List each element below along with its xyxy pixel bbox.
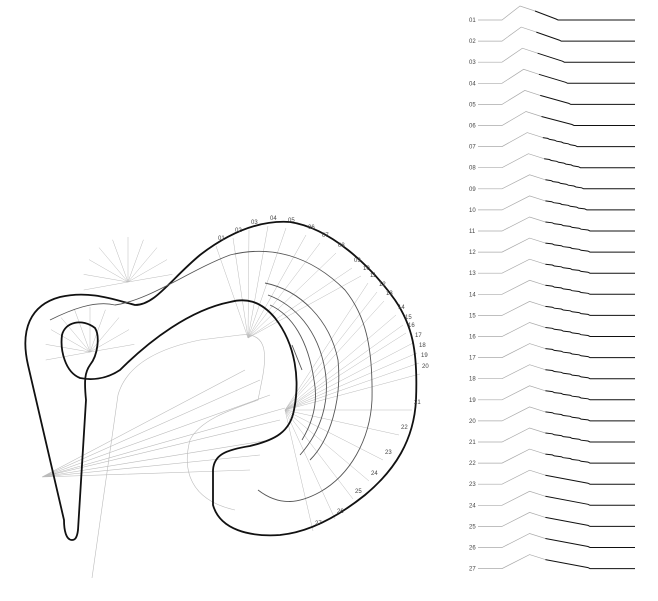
plan-label: 07 [322, 233, 329, 239]
radial-line [74, 309, 91, 353]
radial-line [127, 274, 173, 283]
radial-line [247, 229, 250, 339]
thin-guides [41, 334, 286, 579]
plan-label: 08 [338, 243, 345, 249]
plan-label: 04 [270, 216, 277, 222]
plan-label: 23 [385, 450, 392, 456]
plan-label: 14 [398, 305, 405, 311]
radial-line [284, 300, 385, 411]
radial-line [284, 373, 421, 411]
radial-line [89, 317, 120, 353]
radial-line [284, 409, 336, 520]
radial-line [83, 274, 129, 283]
plan-label: 16 [408, 323, 415, 329]
plan-label: 22 [401, 425, 408, 431]
radial-line [45, 351, 91, 361]
plan-label: 06 [308, 225, 315, 231]
plan-label: 03 [251, 220, 258, 226]
radial-line [247, 242, 321, 339]
radial-line [284, 409, 384, 461]
plan-label: 27 [315, 521, 322, 527]
plan-label: 25 [355, 489, 362, 495]
plan-label: 24 [371, 471, 378, 477]
radial-line [83, 281, 129, 291]
plan-label: 18 [419, 343, 426, 349]
radial-line [89, 309, 106, 353]
radial-line [284, 362, 420, 411]
plan-label: 13 [386, 291, 393, 297]
radial-line [247, 252, 337, 339]
intermediate-contours [49, 250, 373, 502]
plan-label: 01 [218, 236, 225, 242]
plan-label: 19 [421, 353, 428, 359]
radial-line [60, 317, 91, 353]
plan-label: 11 [370, 273, 377, 279]
radial-line [112, 239, 129, 283]
plan-label: 26 [337, 509, 344, 515]
radial-line [247, 267, 353, 339]
plan-label: 17 [415, 333, 422, 339]
radial-line [247, 275, 362, 339]
plan-label: 20 [422, 364, 429, 370]
plan-label: 05 [288, 218, 295, 224]
radial-line [284, 409, 354, 500]
plan-label: 10 [363, 266, 370, 272]
radial-line [127, 239, 144, 283]
radial-line [45, 344, 91, 353]
radial-line [284, 342, 414, 411]
radial-line [284, 324, 404, 411]
plan-label: 21 [414, 400, 421, 406]
radial-line [127, 247, 158, 283]
plan-label: 12 [379, 282, 386, 288]
radial-line [88, 259, 129, 283]
radial-line [284, 409, 400, 436]
radial-line [50, 329, 91, 353]
plan-label: 15 [405, 315, 412, 321]
radial-line [284, 314, 397, 411]
radial-line [284, 352, 418, 411]
radial-line [284, 409, 314, 532]
radial-line [247, 225, 269, 339]
radial-line [127, 259, 168, 283]
radial-lines [45, 225, 421, 532]
radial-line [284, 409, 370, 482]
radial-line [232, 237, 249, 339]
radial-line [215, 245, 249, 339]
plan-label: 02 [235, 228, 242, 234]
radial-line [284, 332, 407, 411]
outer-boundary [24, 220, 418, 541]
plan-label: 09 [354, 258, 361, 264]
radial-line [284, 291, 378, 411]
radial-line [98, 247, 129, 283]
